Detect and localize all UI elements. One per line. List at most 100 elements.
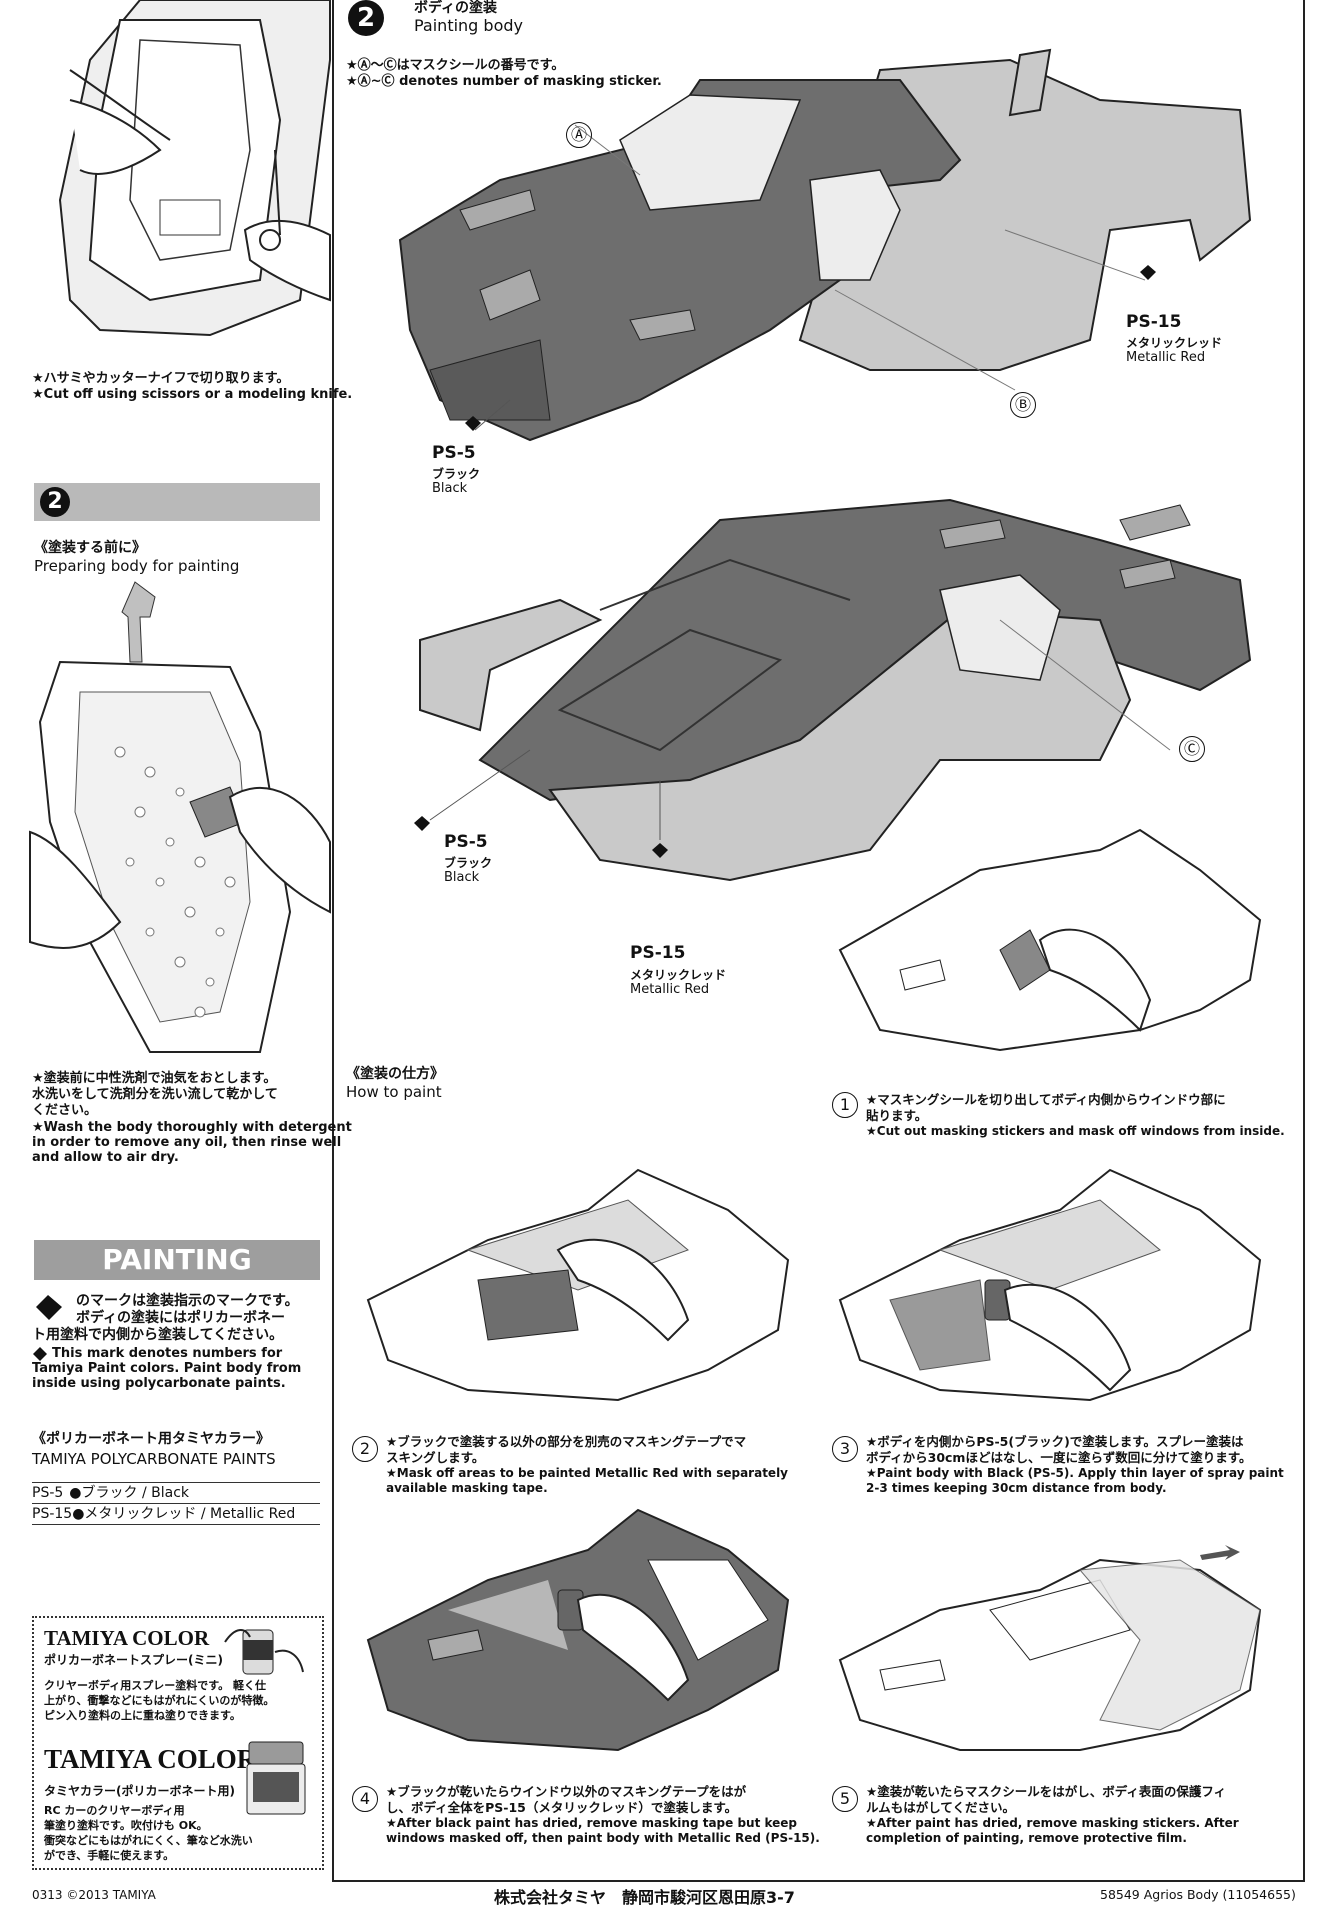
how-step-4-jp-2: し、ボディ全体をPS-15（メタリックレッド）で塗装します。 <box>386 1800 738 1815</box>
ps5-top-code: PS-5 <box>432 443 476 463</box>
ps5-top-jp: ブラック <box>432 467 481 481</box>
ps15-bottom-jp: メタリックレッド <box>630 968 727 982</box>
step4-illustration <box>366 1508 790 1752</box>
mark-en-3: inside using polycarbonate paints. <box>32 1376 286 1391</box>
how-title-en: How to paint <box>346 1083 442 1101</box>
tc2-desc-1: RC カーのクリヤーボディ用 <box>44 1804 185 1817</box>
ps15-top-en: Metallic Red <box>1126 350 1206 365</box>
sticker-note-jp: ★Ⓐ～Ⓒはマスクシールの番号です。 <box>346 58 565 73</box>
wash-jp-1: ★塗装前に中性洗剤で油気をおとします。 <box>32 1071 277 1086</box>
sticker-note-en: ★Ⓐ~Ⓒ denotes number of masking sticker. <box>346 74 662 89</box>
how-step-3-jp-2: ボディから30cmほどはなし、一度に塗らず数回に分けて塗ります。 <box>866 1450 1252 1465</box>
cut-off-illustration <box>58 0 331 337</box>
ps5-top-en: Black <box>432 481 468 496</box>
mark-en-1: This mark denotes numbers for <box>52 1346 283 1361</box>
spray-can-image <box>224 1629 304 1675</box>
how-step-5-jp-2: ルムもはがしてください。 <box>866 1800 1016 1815</box>
how-step-3-num: 3 <box>832 1436 858 1462</box>
mark-jp-2: ボディの塗装にはポリカーボネー <box>76 1310 286 1326</box>
step-bar <box>34 483 320 521</box>
ps5-bottom-jp: ブラック <box>444 856 493 870</box>
tc1-subtitle: ポリカーボネートスプレー(ミニ) <box>44 1653 223 1667</box>
step-number-right: 2 <box>348 0 384 36</box>
how-step-1-num: 1 <box>832 1092 858 1118</box>
tc2-logo: TAMIYA COLOR <box>44 1744 257 1774</box>
tc2-desc-3: 衝突などにもはがれにくく、筆など水洗い <box>44 1834 253 1847</box>
painting-body-title-jp: ボディの塗装 <box>414 0 498 16</box>
tamiya-color-promo <box>32 1616 324 1870</box>
how-step-1-jp-2: 貼ります。 <box>866 1108 928 1123</box>
body-rear-illustration <box>414 498 1252 882</box>
body-front-illustration <box>398 48 1252 442</box>
paint-jar-image <box>246 1741 306 1815</box>
how-step-5-num: 5 <box>832 1786 858 1812</box>
how-title-jp: 《塗装の仕方》 <box>346 1066 444 1082</box>
ps15-bottom-en: Metallic Red <box>630 982 710 997</box>
ps5-bottom-code: PS-5 <box>444 832 488 852</box>
mark-jp-1: のマークは塗装指示のマークです。 <box>76 1293 299 1309</box>
mark-jp-3: ト用塗料で内側から塗装してください。 <box>32 1327 284 1343</box>
right-border <box>1303 0 1305 1880</box>
paint-mark-icon <box>36 1295 62 1320</box>
how-step-2-jp-1: ★ブラックで塗装する以外の部分を別売のマスキングテープでマ <box>386 1434 747 1449</box>
how-step-1-jp-1: ★マスキングシールを切り出してボディ内側からウインドウ部に <box>866 1092 1226 1107</box>
how-step-3-jp-1: ★ボディを内側からPS-5(ブラック)で塗装します。スプレー塗装は <box>866 1434 1244 1449</box>
column-divider <box>332 0 334 1880</box>
painting-heading: PAINTING <box>34 1240 320 1280</box>
footer-company: 株式会社タミヤ 静岡市駿河区恩田原3-7 <box>494 1888 795 1907</box>
paint-name: ●ブラック / Black <box>69 1485 190 1501</box>
wash-en-3: and allow to air dry. <box>32 1150 179 1165</box>
paint-code: PS-5 <box>32 1485 64 1501</box>
tc1-desc-3: ピン入り塗料の上に重ね塗りできます。 <box>44 1709 241 1722</box>
how-step-1-en-1: ★Cut out masking stickers and mask off w… <box>866 1124 1285 1138</box>
footer-copyright: 0313 ©2013 TAMIYA <box>32 1888 156 1902</box>
ps15-bottom-code: PS-15 <box>630 943 686 963</box>
how-step-5-jp-1: ★塗装が乾いたらマスクシールをはがし、ボディ表面の保護フィ <box>866 1784 1227 1799</box>
cut-instruction-en: ★Cut off using scissors or a modeling kn… <box>32 387 353 402</box>
how-step-4-num: 4 <box>352 1786 378 1812</box>
step1-illustration <box>838 828 1262 1052</box>
tc2-desc-4: ができ、手軽に使えます。 <box>44 1849 175 1862</box>
paint-row: PS-5 ●ブラック / Black <box>32 1482 320 1503</box>
how-step-2-jp-2: スキングします。 <box>386 1450 485 1465</box>
mark-en-2: Tamiya Paint colors. Paint body from <box>32 1361 302 1376</box>
tc1-desc-2: 上がり、衝撃などにもはがれにくいのが特徴。 <box>44 1694 275 1707</box>
step2-illustration <box>366 1168 790 1402</box>
paint-row: PS-15●メタリックレッド / Metallic Red <box>32 1503 320 1525</box>
how-step-4-jp-1: ★ブラックが乾いたらウインドウ以外のマスキングテープをはが <box>386 1784 747 1799</box>
prep-title-jp: 《塗装する前に》 <box>34 540 146 556</box>
sticker-b-label: Ⓑ <box>1010 392 1036 418</box>
tc2-subtitle: タミヤカラー(ポリカーボネート用) <box>44 1784 235 1798</box>
how-step-3-en-2: 2-3 times keeping 30cm distance from bod… <box>866 1481 1167 1495</box>
step5-illustration <box>838 1545 1262 1751</box>
wash-en-1: ★Wash the body thoroughly with detergent <box>32 1120 352 1135</box>
how-step-3-en-1: ★Paint body with Black (PS-5). Apply thi… <box>866 1466 1284 1480</box>
paint-name: ●メタリックレッド / Metallic Red <box>72 1506 296 1522</box>
how-step-4-en-2: windows masked off, then paint body with… <box>386 1831 820 1845</box>
ps5-bottom-en: Black <box>444 870 480 885</box>
how-step-2-num: 2 <box>352 1436 378 1462</box>
how-step-5-en-2: completion of painting, remove protectiv… <box>866 1831 1187 1845</box>
footer-product: 58549 Agrios Body (11054655) <box>1100 1887 1296 1902</box>
painting-body-title-en: Painting body <box>414 16 523 35</box>
step-number-left: 2 <box>40 487 70 517</box>
bottom-border <box>332 1880 1305 1882</box>
tc1-desc-1: クリヤーボディ用スプレー塗料です。 軽く仕 <box>44 1679 266 1692</box>
ps15-top-code: PS-15 <box>1126 312 1182 332</box>
sticker-c-label: Ⓒ <box>1179 736 1205 762</box>
paint-code: PS-15 <box>32 1506 73 1522</box>
cut-instruction-jp: ★ハサミやカッターナイフで切り取ります。 <box>32 371 290 386</box>
wash-jp-3: ください。 <box>32 1103 98 1118</box>
paint-mark-small-icon <box>33 1347 47 1361</box>
how-step-4-en-1: ★After black paint has dried, remove mas… <box>386 1816 798 1830</box>
how-step-2-en-1: ★Mask off areas to be painted Metallic R… <box>386 1466 789 1480</box>
how-step-2-en-2: available masking tape. <box>386 1481 548 1495</box>
wash-en-2: in order to remove any oil, then rinse w… <box>32 1135 342 1150</box>
paint-table: PS-5 ●ブラック / Black PS-15●メタリックレッド / Metal… <box>32 1482 320 1525</box>
prep-title-en: Preparing body for painting <box>34 557 240 575</box>
tc1-logo: TAMIYA COLOR <box>44 1626 210 1650</box>
step3-illustration <box>838 1168 1262 1402</box>
sticker-a-label: Ⓐ <box>566 122 592 148</box>
how-step-5-en-1: ★After paint has dried, remove masking s… <box>866 1816 1239 1830</box>
tc2-desc-2: 筆塗り塗料です。吹付けも OK。 <box>44 1819 208 1832</box>
